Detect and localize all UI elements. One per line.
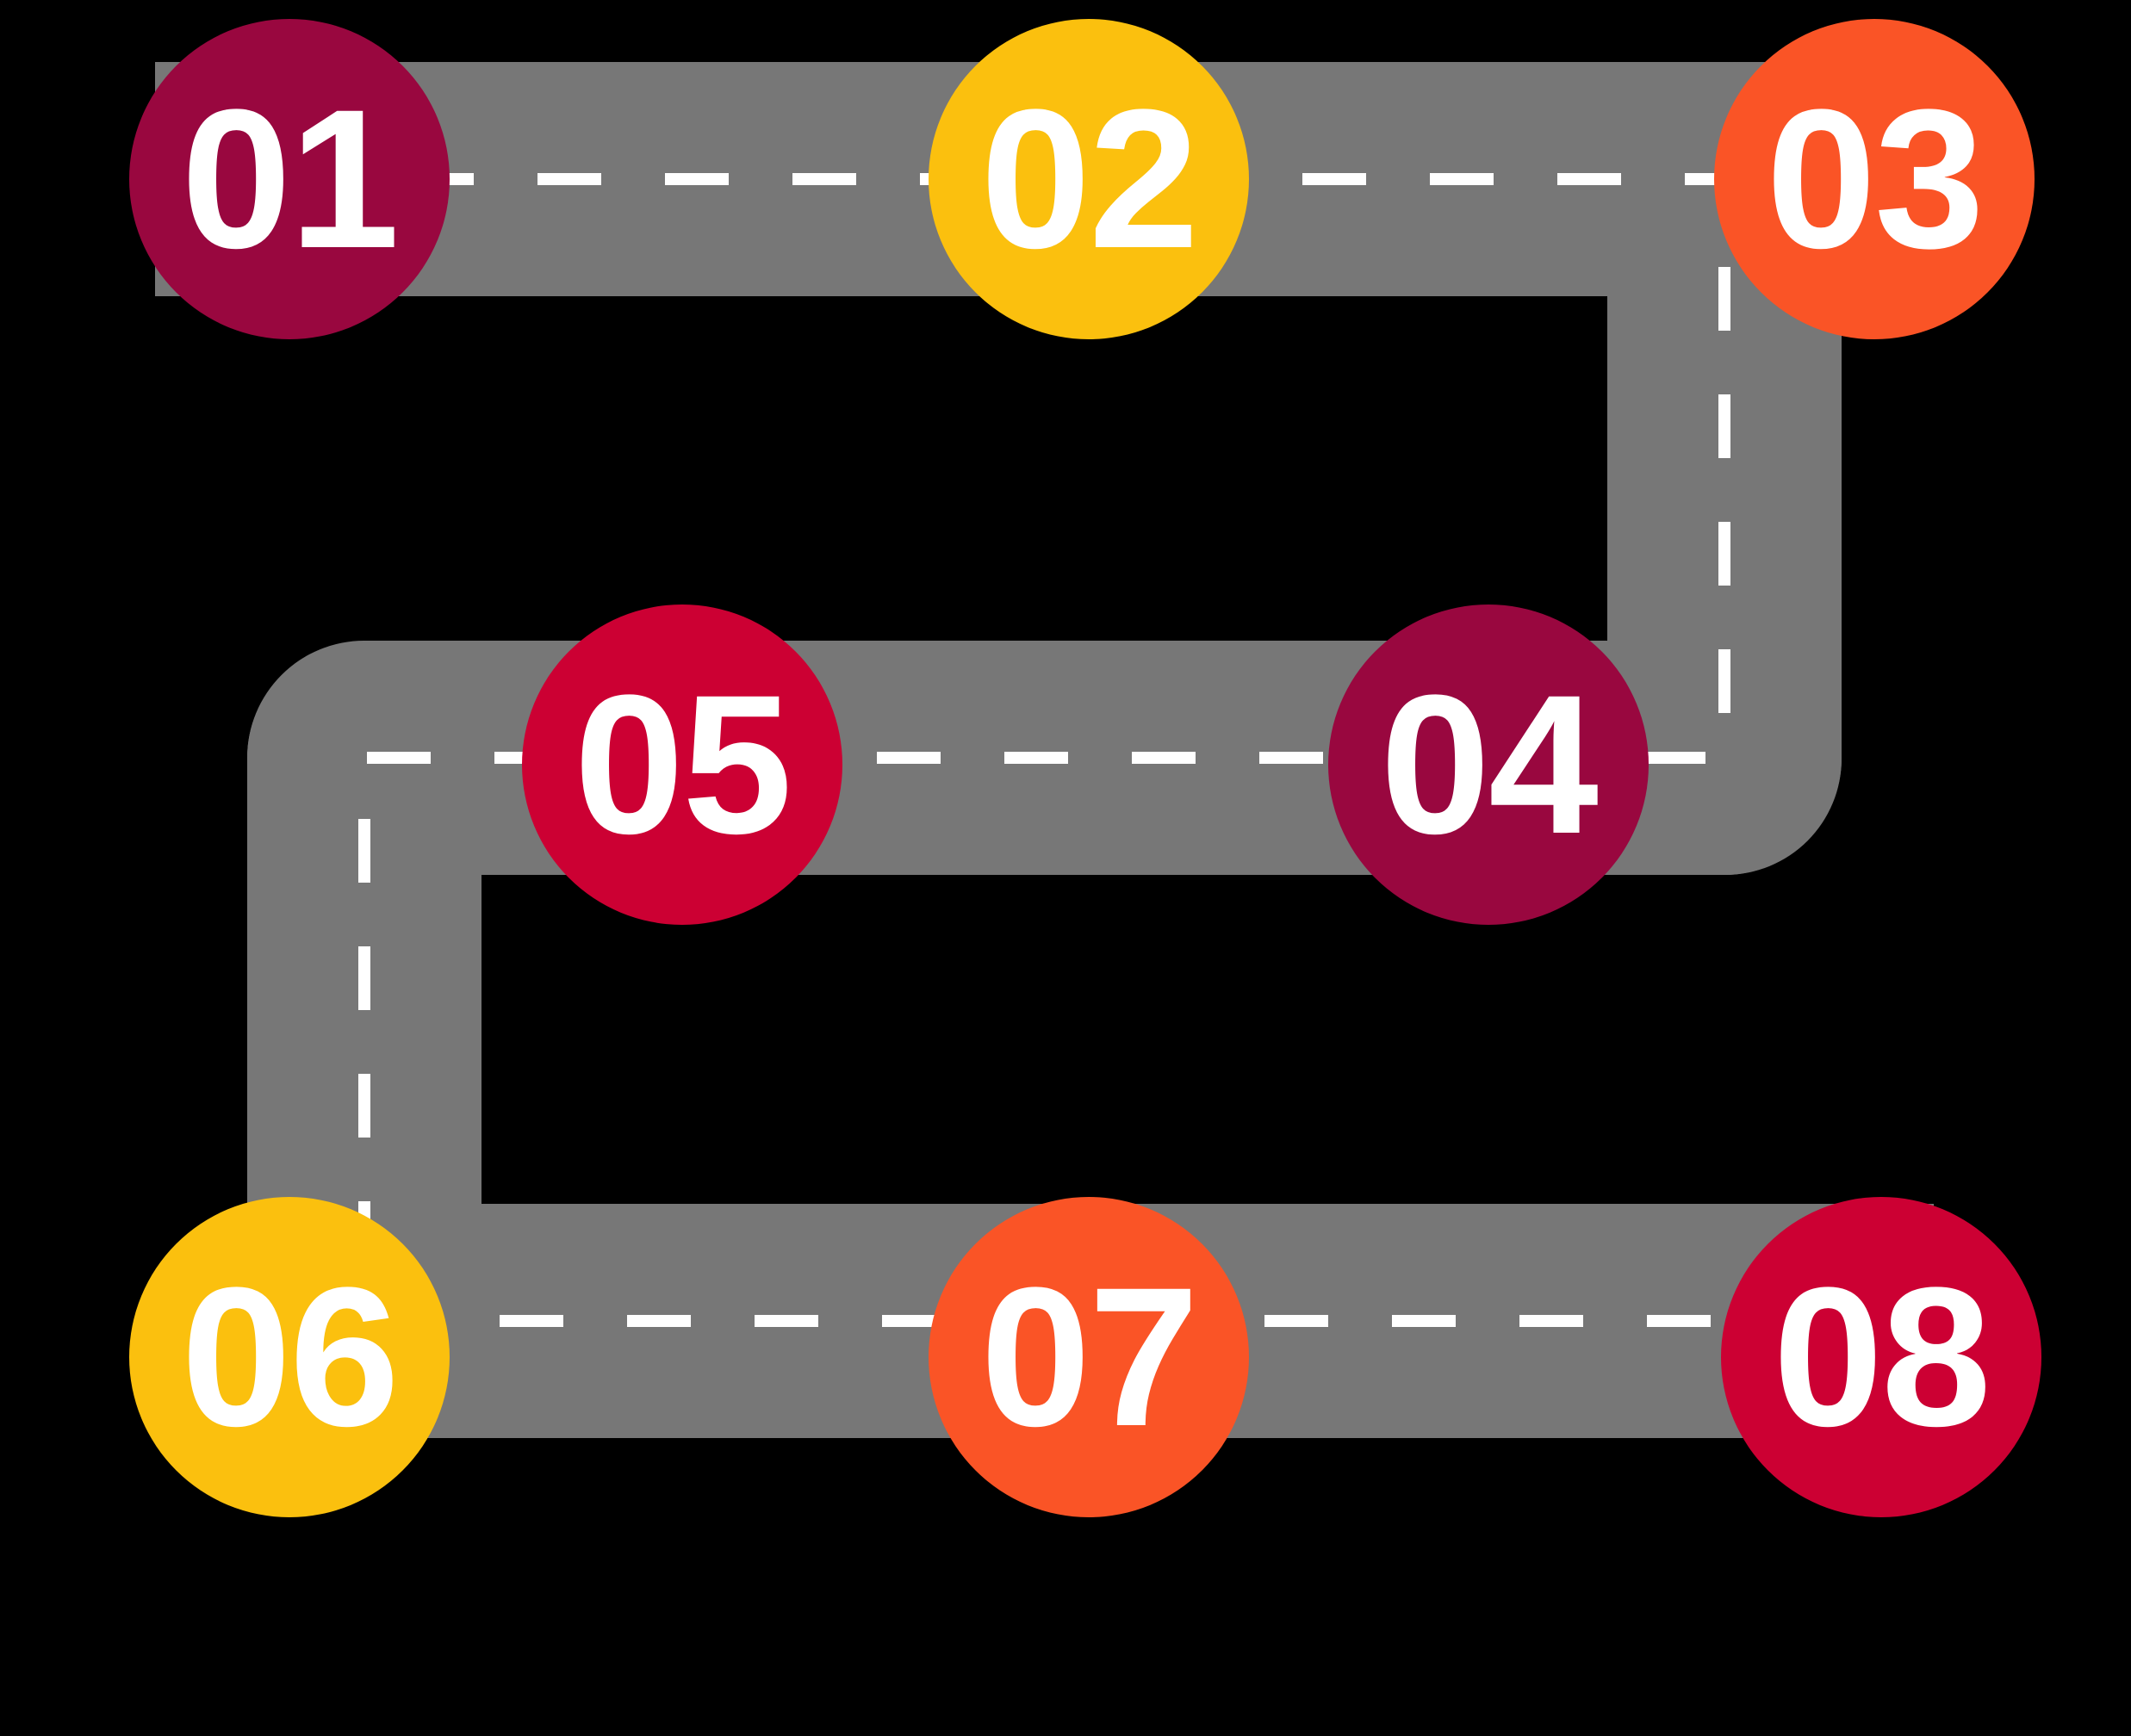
step-node-03[interactable]: 03 bbox=[1714, 19, 2035, 339]
step-label-04: 04 bbox=[1380, 654, 1599, 875]
step-label-03: 03 bbox=[1766, 68, 1985, 289]
step-label-02: 02 bbox=[980, 68, 1199, 289]
step-node-08[interactable]: 08 bbox=[1721, 1197, 2041, 1517]
step-label-08: 08 bbox=[1773, 1246, 1991, 1467]
step-label-05: 05 bbox=[574, 654, 792, 875]
step-node-01[interactable]: 01 bbox=[129, 19, 450, 339]
step-label-07: 07 bbox=[980, 1246, 1199, 1467]
step-label-06: 06 bbox=[181, 1246, 400, 1467]
road-void-left-top bbox=[0, 0, 155, 641]
step-node-06[interactable]: 06 bbox=[129, 1197, 450, 1517]
lane-markings-group bbox=[155, 173, 1934, 1327]
road-void-lower bbox=[481, 875, 1934, 1204]
step-label-01: 01 bbox=[181, 68, 400, 289]
step-node-04[interactable]: 04 bbox=[1328, 604, 1649, 925]
road-corner-top-left bbox=[247, 641, 363, 758]
step-node-02[interactable]: 02 bbox=[929, 19, 1249, 339]
step-node-05[interactable]: 05 bbox=[522, 604, 842, 925]
road-void-upper bbox=[0, 296, 1607, 641]
lane-dash-line bbox=[155, 173, 1934, 1327]
step-node-07[interactable]: 07 bbox=[929, 1197, 1249, 1517]
